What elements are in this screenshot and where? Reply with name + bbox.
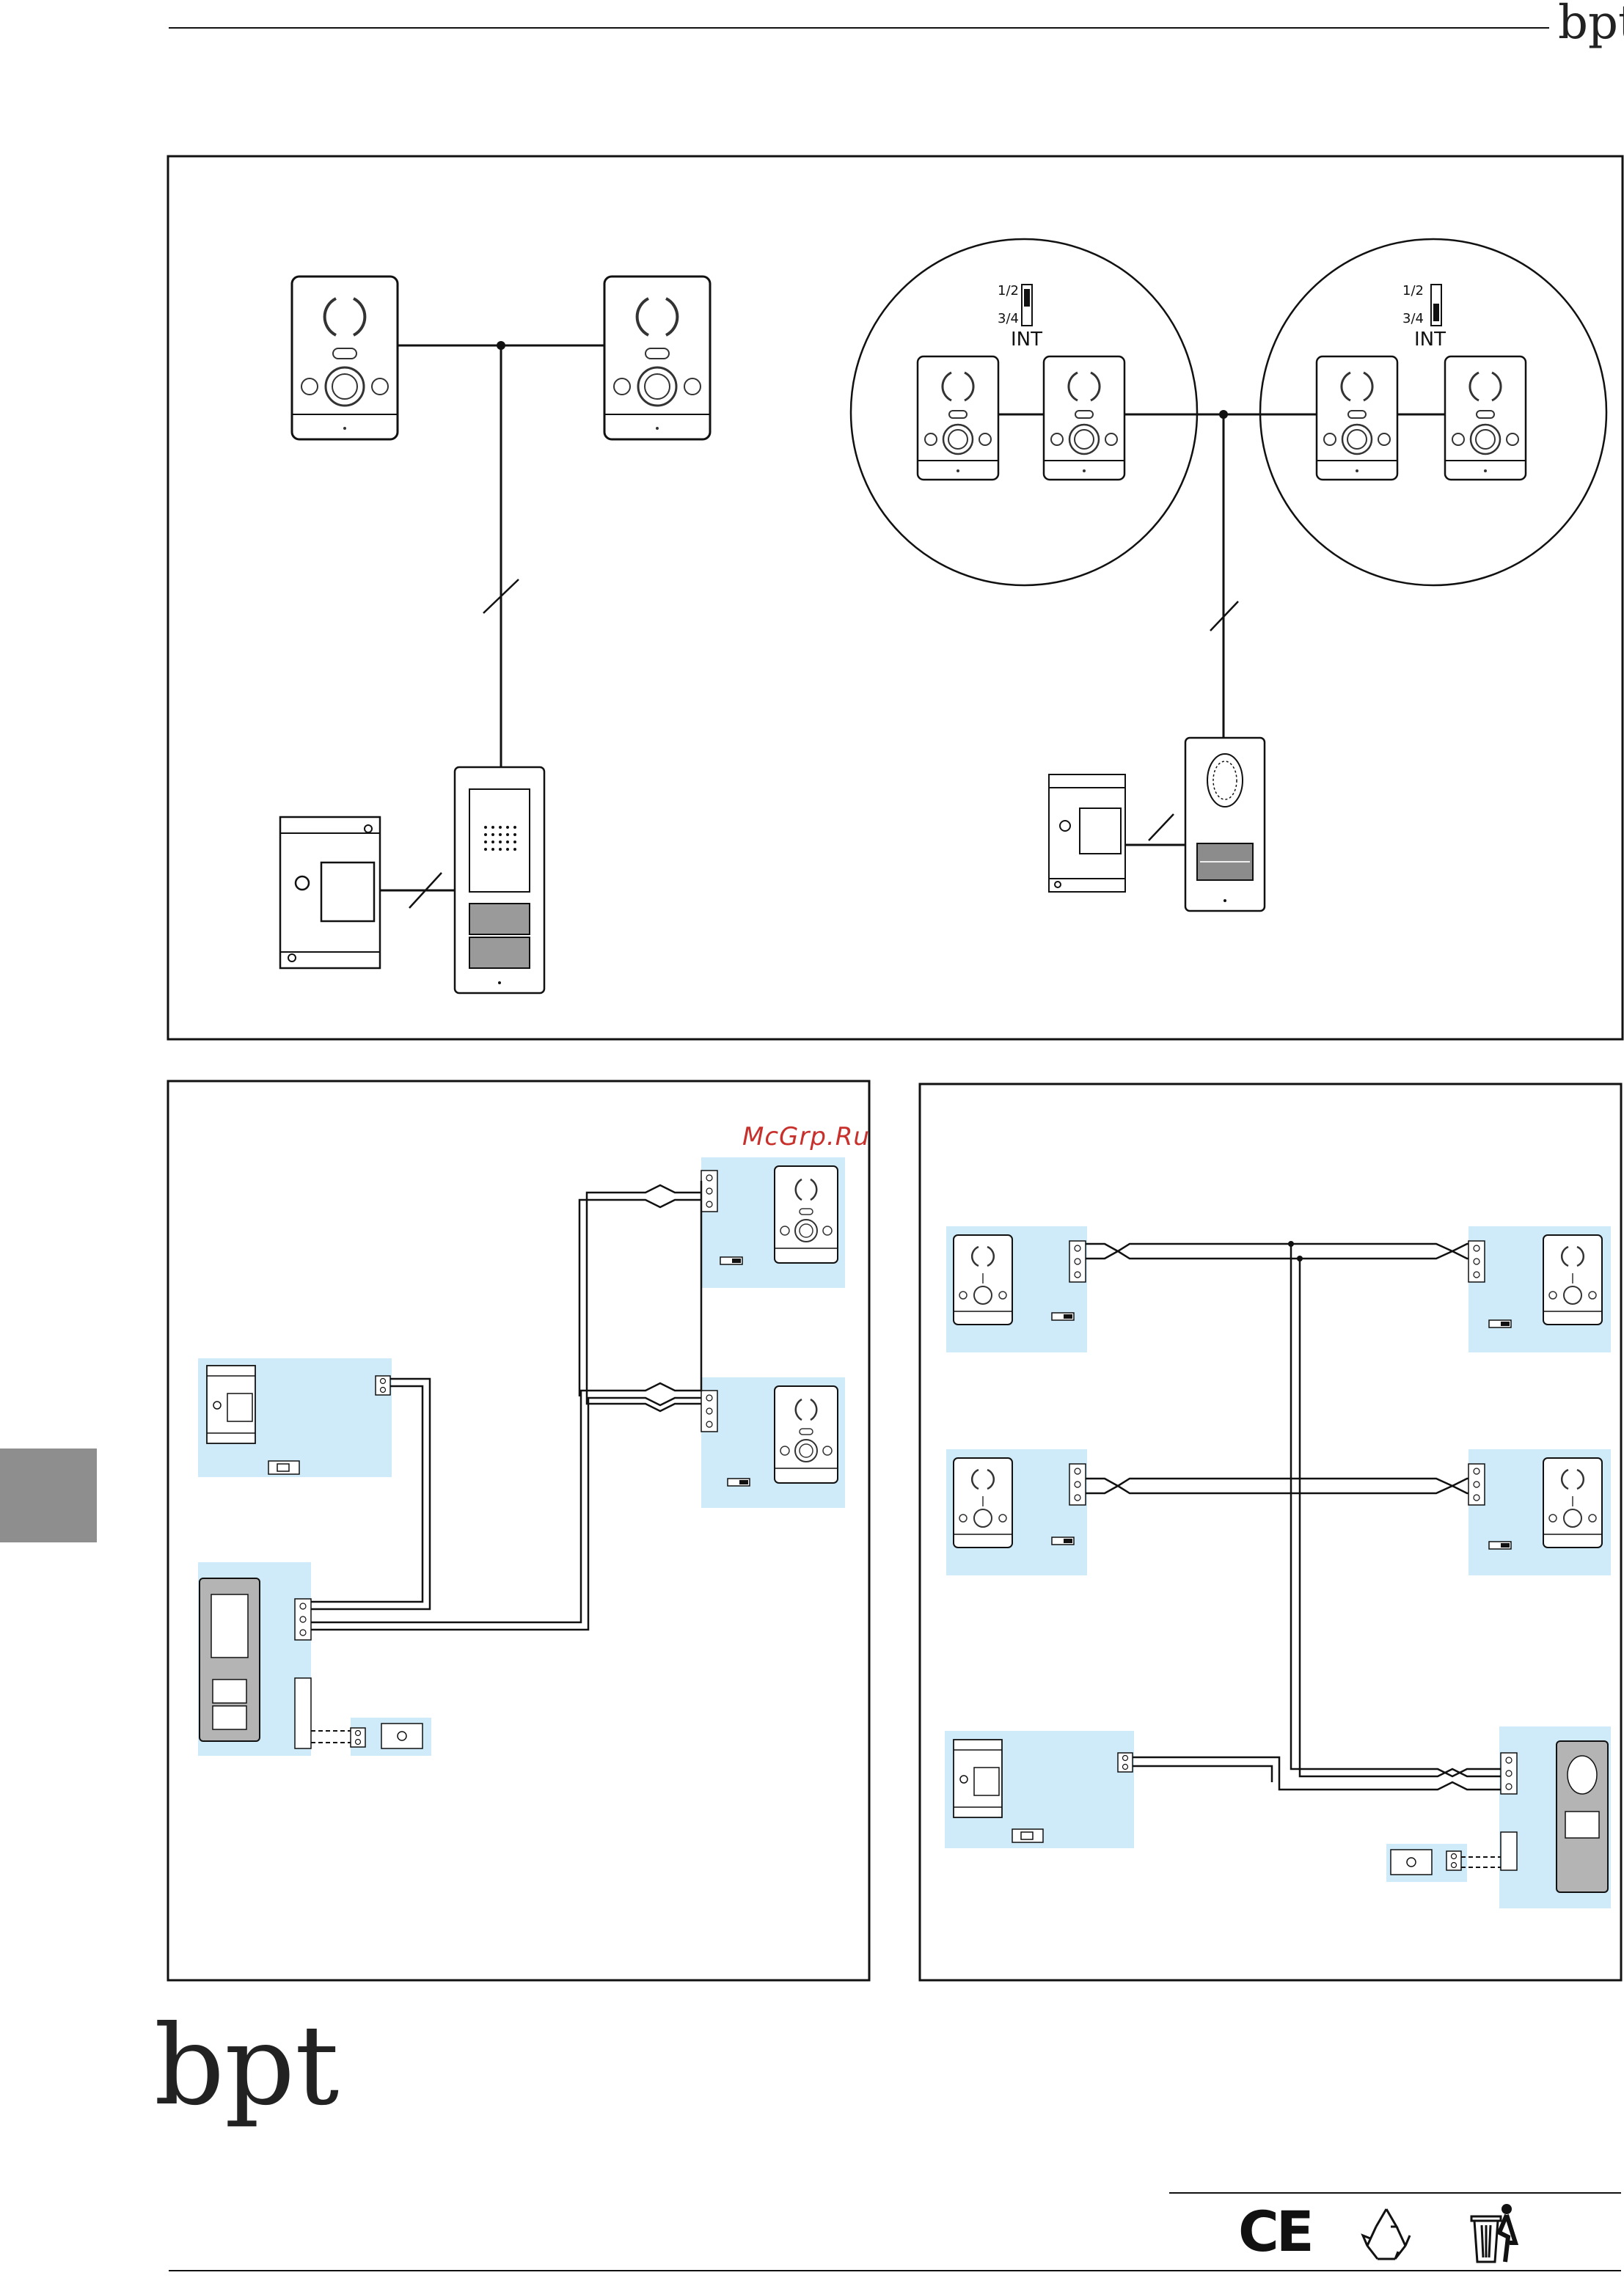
door-panel-4 xyxy=(1557,1741,1608,1892)
handset-10 xyxy=(954,1458,1012,1548)
jumper-left-top-label: 1/2 xyxy=(998,283,1019,299)
door-panel-3 xyxy=(200,1578,260,1741)
jumper-right-int-label: INT xyxy=(1414,329,1446,351)
watermark-text: McGrp.Ru xyxy=(742,1122,870,1151)
power-supply-2 xyxy=(1049,774,1125,892)
handset-7 xyxy=(775,1166,838,1263)
handset-11 xyxy=(1543,1235,1602,1325)
door-panel-1 xyxy=(455,767,544,993)
top-wiring-panel xyxy=(0,0,1624,1049)
jumper-left-bottom-label: 3/4 xyxy=(998,311,1019,326)
handset-2 xyxy=(604,276,710,439)
bottom-wiring-panels xyxy=(0,1027,1624,2017)
handset-12 xyxy=(1543,1458,1602,1548)
handset-4 xyxy=(1044,356,1124,480)
door-panel-2 xyxy=(1185,738,1265,911)
footer-brand-logo: bpt xyxy=(154,2002,339,2130)
waste-bin-icon xyxy=(1464,2199,1523,2266)
handset-6 xyxy=(1445,356,1526,480)
ce-mark: CE xyxy=(1238,2199,1312,2264)
jumper-right-bottom-label: 3/4 xyxy=(1402,311,1424,326)
handset-1 xyxy=(292,276,398,439)
handset-8 xyxy=(775,1386,838,1483)
recycle-icon xyxy=(1357,2203,1416,2262)
jumper-right-top-label: 1/2 xyxy=(1402,283,1424,299)
handset-3 xyxy=(918,356,998,480)
power-supply-3 xyxy=(207,1366,255,1443)
power-supply-4 xyxy=(954,1740,1002,1817)
handset-5 xyxy=(1317,356,1397,480)
power-supply-1 xyxy=(280,817,380,968)
handset-9 xyxy=(954,1235,1012,1325)
jumper-left-int-label: INT xyxy=(1011,329,1042,351)
